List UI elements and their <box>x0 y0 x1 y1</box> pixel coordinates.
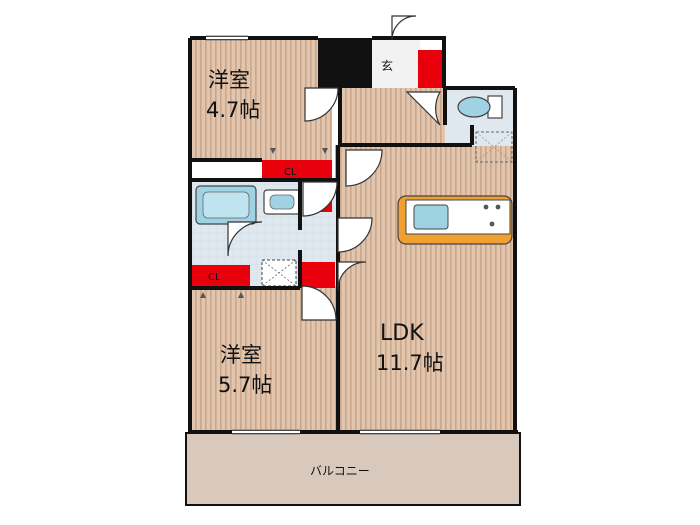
entrance-floor <box>372 40 420 88</box>
ldk-floor <box>340 145 515 430</box>
refrigerator-space <box>475 131 513 163</box>
balcony-label: バルコニー <box>310 464 370 478</box>
closet-upper <box>262 160 332 182</box>
room-name-western-south: 洋室 <box>220 343 262 367</box>
room-size-western-north: 4.7帖 <box>206 98 260 122</box>
room-size-ldk: 11.7帖 <box>376 351 444 375</box>
stove-burner <box>489 221 495 227</box>
shoe-closet <box>418 50 444 88</box>
closet-lower <box>190 265 250 287</box>
toilet-fixture <box>457 96 491 118</box>
balcony <box>185 432 521 506</box>
closet-lower-label: CL <box>208 272 221 283</box>
door-swings <box>227 15 442 321</box>
stove-burner <box>495 204 501 210</box>
wall-block <box>318 38 372 88</box>
room-name-ldk: LDK <box>380 321 424 346</box>
room-size-western-south: 5.7帖 <box>218 373 272 397</box>
walls <box>188 36 518 434</box>
entrance-label: 玄 <box>381 58 393 73</box>
storage-hall <box>300 262 335 288</box>
room-name-western-north: 洋室 <box>208 68 250 92</box>
kitchen-sink <box>413 204 449 230</box>
stove-burner <box>483 204 489 210</box>
closet-upper-label: CL <box>284 167 297 178</box>
